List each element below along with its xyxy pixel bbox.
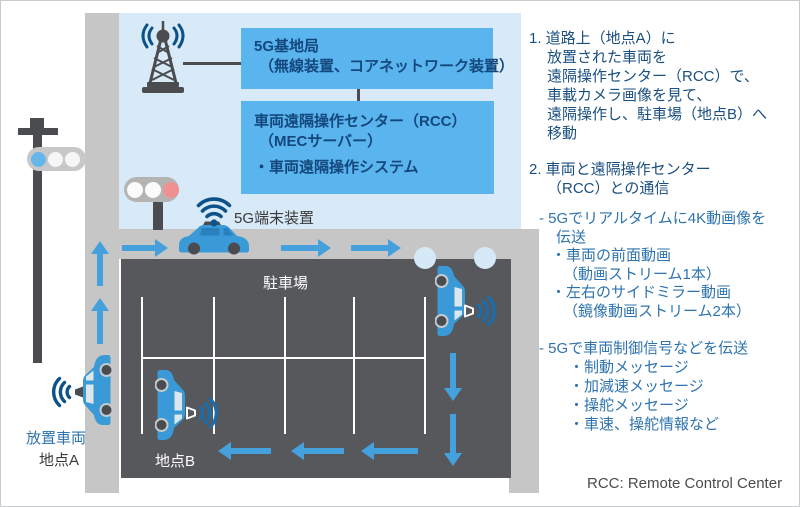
parking-line [284,297,286,357]
flow-arrow-left [361,442,418,460]
flow-arrow-right [122,239,168,257]
5g-base-station-tower-icon [141,21,185,93]
parking-line [284,359,286,434]
traffic-light-pole [153,202,163,230]
flow-arrow-down [444,414,462,466]
note-line: ・左右のサイドミラー動画 [551,284,732,301]
base-station-box: 5G基地局 （無線装置、コアネットワーク装置） [241,28,515,89]
parking-line [141,297,143,357]
signal-blue-lamp [31,151,46,167]
parking-line [213,359,215,434]
rcc-line2: （MECサーバー） [259,133,383,150]
rcc-box: 車両遠隔操作センター（RCC） （MECサーバー） ・車両遠隔操作システム [241,101,494,194]
note-line: 伝送 [556,228,587,246]
signal-off-lamp [145,181,161,198]
traffic-light-cap [30,118,44,129]
flow-arrow-left [218,442,271,460]
note-line: （鏡像動画ストリーム2本） [563,302,751,320]
label-point-b: 地点B [155,453,196,470]
road-horizontal [85,229,539,259]
traffic-light-red-icon [124,177,179,202]
note-line: ・車両の前面動画 [551,247,672,264]
rcc-footnote: RCC: Remote Control Center [587,475,783,492]
note-line: ・車速、操舵情報など [569,416,720,433]
road-vertical-right [509,229,539,493]
note-step-1: 1. 道路上（地点A）に 放置された車両を 遠隔操作センター（RCC）で、 車載… [529,29,767,143]
rcc-line3: ・車両遠隔操作システム [254,159,419,176]
parking-line-horizontal [141,357,426,359]
box-box-connector [357,89,360,101]
note-line: 移動 [547,125,578,142]
signal-off-lamp [65,151,80,167]
parking-line [424,359,426,434]
rcc-line1: 車両遠隔操作センター（RCC） [254,113,467,130]
note-line: 放置された車両を [547,49,668,66]
wifi-up-icon [196,197,232,227]
flow-arrow-left [291,442,344,460]
traffic-light-blue-icon [27,147,86,171]
base-station-line1: 5G基地局 [254,38,320,55]
parking-line [353,297,355,357]
note-line: ・操舵メッセージ [569,397,689,414]
note-step-2: 2. 車両と遠隔操作センター （RCC）との通信 [529,160,711,198]
note-line: ・制動メッセージ [569,359,689,376]
parking-line [424,297,426,357]
wifi-left-icon [52,376,83,408]
note-line: 遠隔操作センター（RCC）で、 [547,68,759,85]
flow-arrow-right [281,239,331,257]
flow-arrow-up [91,241,109,286]
note-line: 1. 道路上（地点A）に [529,30,676,47]
note-line: 2. 車両と遠隔操作センター [529,161,711,178]
entrance-marker-dot [474,247,496,269]
flow-arrow-down [444,353,462,401]
traffic-light-pole [33,135,42,363]
note-line: （動画ストリーム1本） [563,265,721,283]
entrance-marker-dot [414,247,436,269]
note-line: - 5Gで車両制御信号などを伝送 [539,340,749,357]
flow-arrow-up [91,298,109,344]
note-video-transmission: - 5Gでリアルタイムに4K動画像を 伝送 ・車両の前面動画 （動画ストリーム1… [529,210,766,321]
note-line: 遠隔操作し、駐車場（地点B）へ [547,106,768,123]
note-line: - 5Gでリアルタイムに4K動画像を [539,210,767,227]
parking-line [353,359,355,434]
car-at-point-b-icon [155,366,189,444]
wifi-right-icon [464,295,496,327]
parking-line [213,297,215,357]
label-5g-device: 5G端末装置 [234,210,315,227]
note-control-signals: - 5Gで車両制御信号などを伝送 ・制動メッセージ ・加減速メッセージ ・操舵メ… [529,339,748,434]
wifi-right-icon [186,397,218,429]
label-parking: 駐車場 [263,275,309,292]
traffic-light-crossbar [18,128,58,135]
note-line: ・加減速メッセージ [569,378,704,395]
signal-red-lamp [163,181,179,198]
parking-line [141,359,143,434]
note-line: （RCC）との通信 [547,180,670,197]
signal-off-lamp [48,151,63,167]
signal-off-lamp [127,181,143,198]
note-line: 車載カメラ画像を見て、 [547,87,712,104]
flow-arrow-right [351,239,401,257]
base-station-line2: （無線装置、コアネットワーク装置） [259,58,515,75]
label-abandoned-vehicle: 放置車両 [26,430,87,447]
tower-box-connector [183,62,241,65]
label-point-a: 地点A [39,452,80,469]
